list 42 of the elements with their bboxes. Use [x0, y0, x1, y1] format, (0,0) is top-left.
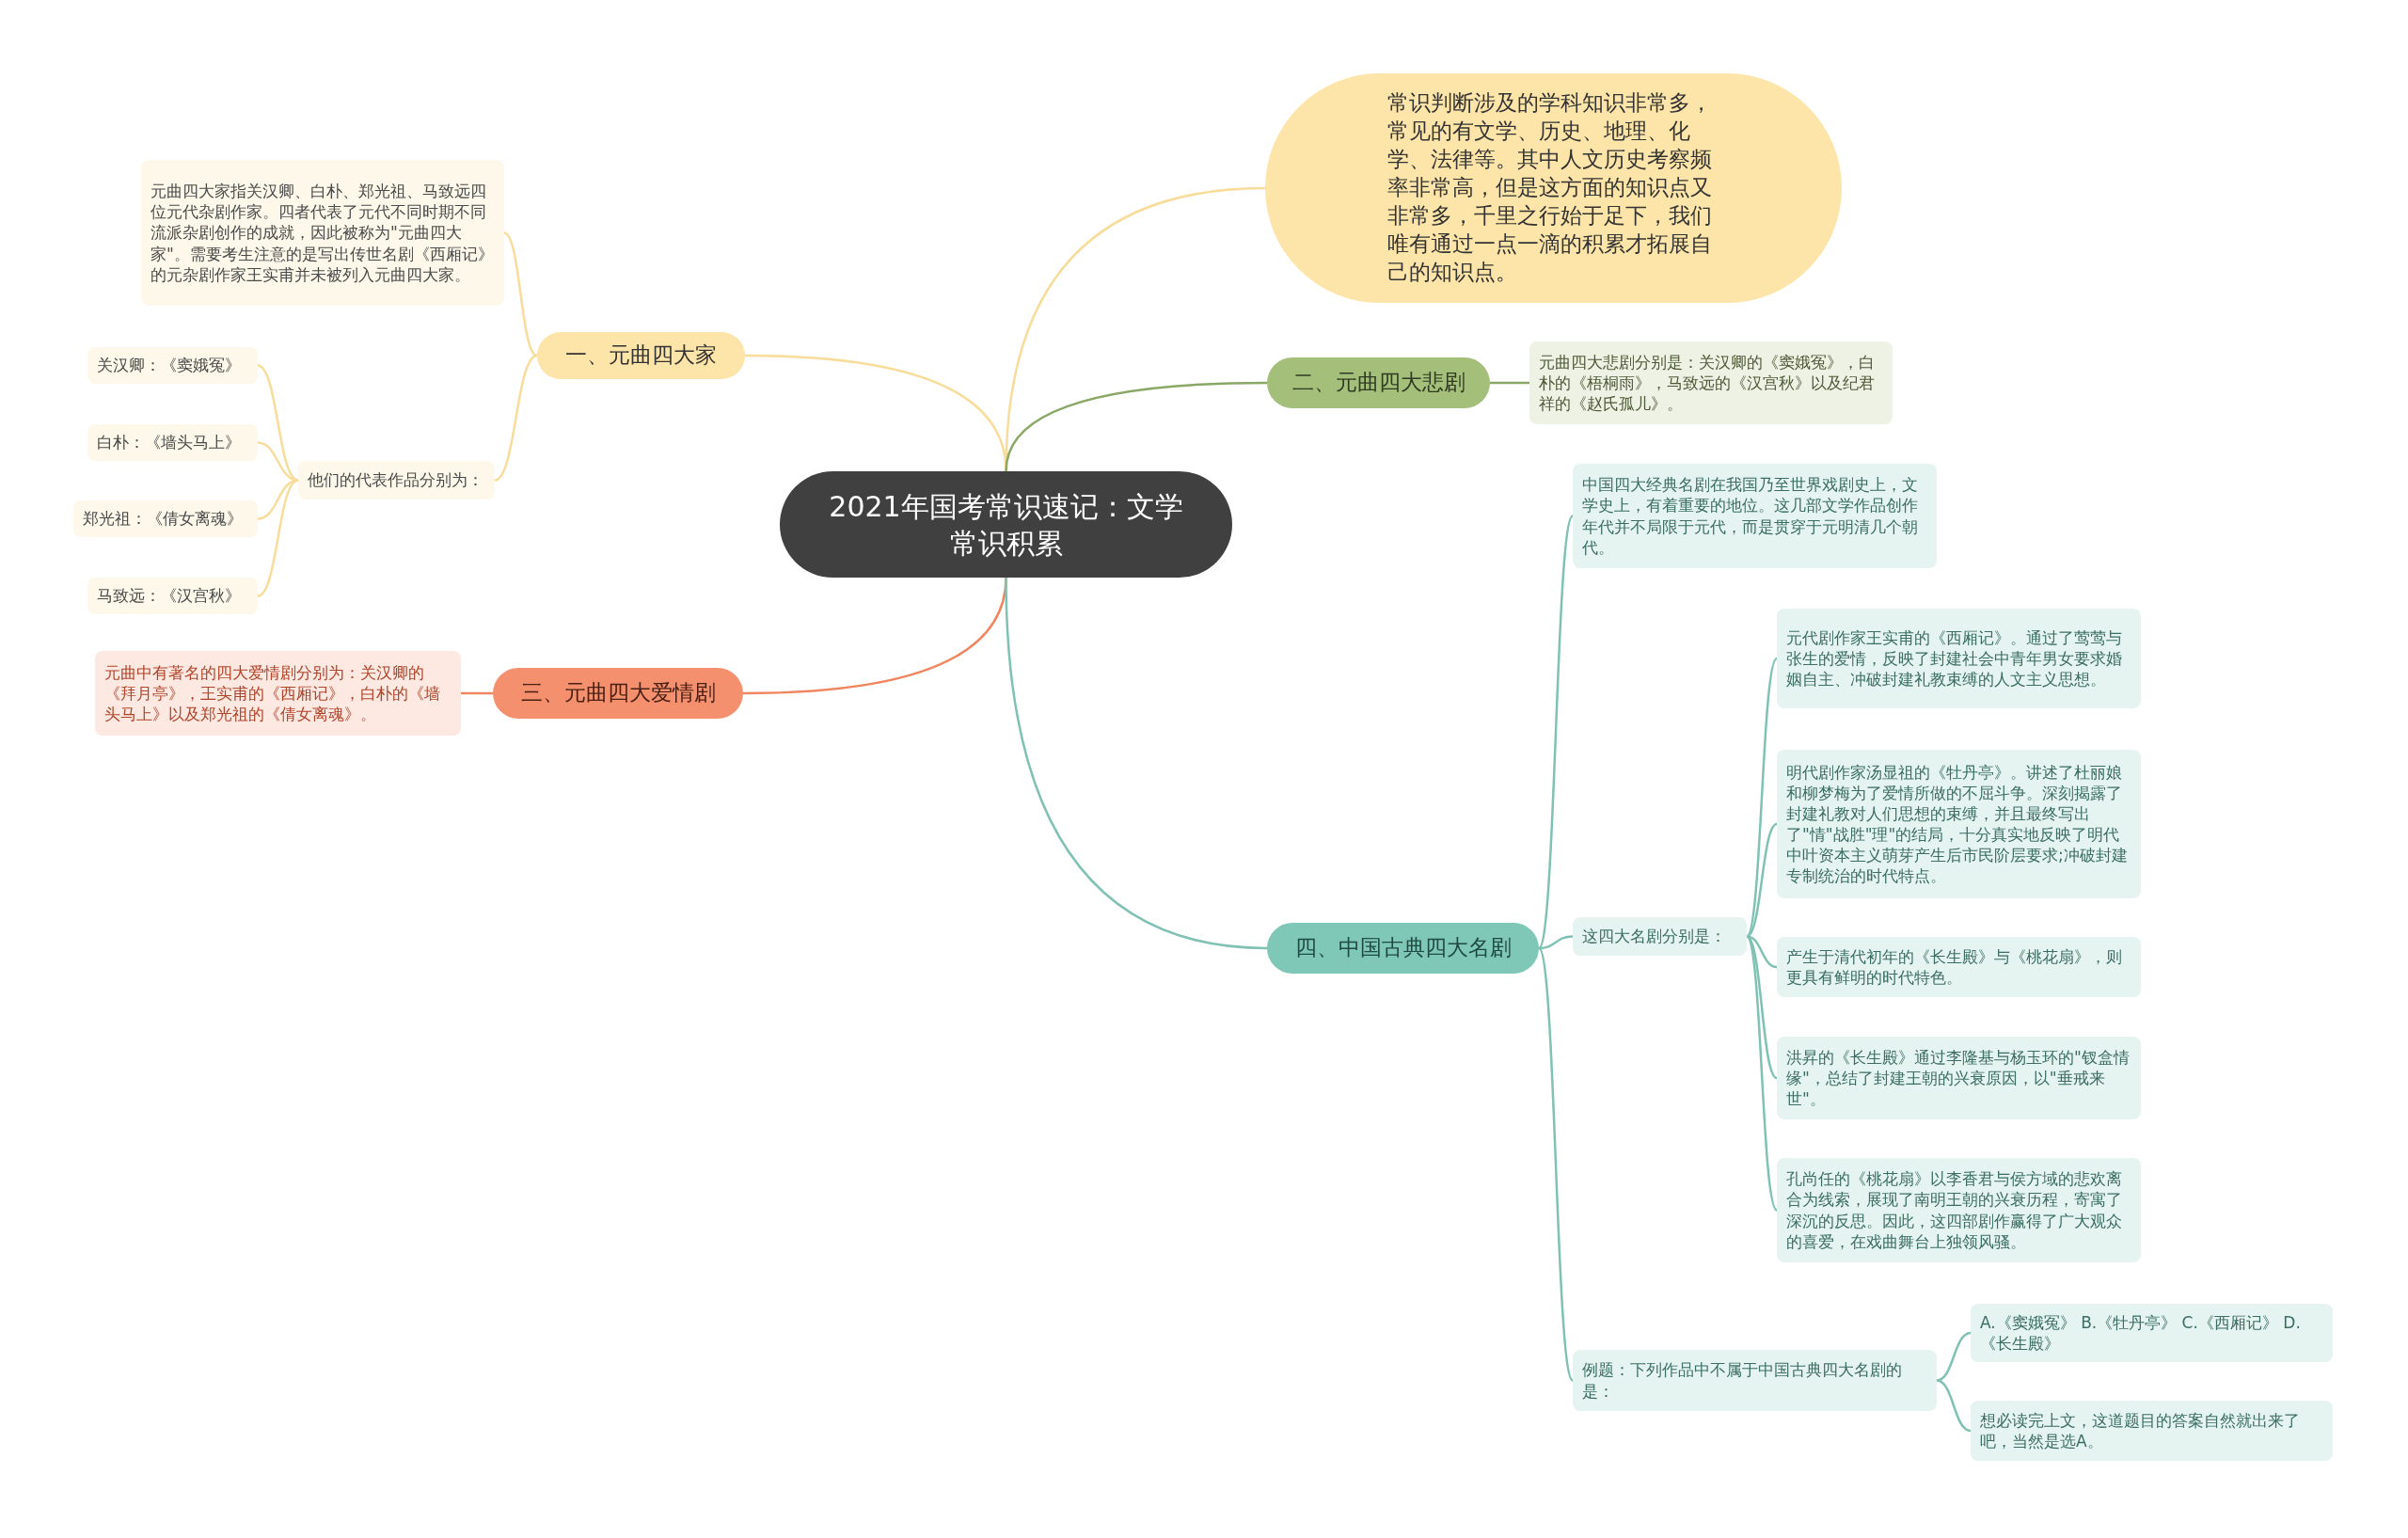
note-box: 产生于清代初年的《长生殿》与《桃花扇》，则更具有鲜明的时代特色。 — [1777, 937, 2141, 997]
connector — [503, 231, 538, 357]
note-box: A.《窦娥冤》 B.《牡丹亭》 C.《西厢记》 D.《长生殿》 — [1971, 1304, 2333, 1362]
topic-box: 二、元曲四大悲剧 — [1267, 357, 1490, 408]
intro-bubble: 常识判断涉及的学科知识非常多，常见的有文学、历史、地理、化学、法律等。其中人文历史考察频率非常高，但是这方面的知识点又非常多，千里之行始于足下，我们唯有通过一点一滴的积累才拓展自己的知识点。 — [1265, 73, 1842, 303]
connector — [494, 354, 538, 482]
connector — [1537, 947, 1575, 1382]
note-box: 他们的代表作品分别为： — [298, 461, 495, 499]
connector — [257, 364, 299, 482]
topic-box: 三、元曲四大爱情剧 — [493, 668, 743, 719]
connector — [1746, 935, 1778, 969]
connector — [1746, 822, 1778, 938]
connector — [1936, 1379, 1972, 1433]
note-box: 元曲四大家指关汉卿、白朴、郑光祖、马致远四位元代杂剧作家。四者代表了元代不同时期不同流派杂剧创作的成就，因此被称为"元曲四大家"。需要考生注意的是写出传世名剧《西厢记》的元杂剧作家王实甫并未被列入元曲四大家。 — [141, 160, 504, 306]
note-box: 郑光祖：《倩女离魂》 — [73, 500, 258, 537]
central-topic: 2021年国考常识速记：文学常识积累 — [780, 471, 1232, 578]
note-box: 孔尚任的《桃花扇》以李香君与侯方域的悲欢离合为线索，展现了南明王朝的兴衰历程，寄寓了深沉的反思。因此，这四部剧作赢得了广大观众的喜爱，在戏曲舞台上独领风骚。 — [1777, 1158, 2141, 1262]
connector — [1005, 381, 1267, 472]
note-box: 例题：下列作品中不属于中国古典四大名剧的是： — [1573, 1350, 1937, 1411]
connector — [1745, 658, 1779, 938]
note-box: 中国四大经典名剧在我国乃至世界戏剧史上，文学史上，有着重要的地位。这几部文学作品创作年代并不局限于元代，而是贯穿于元明清几个朝代。 — [1573, 464, 1937, 568]
note-box: 元曲四大悲剧分别是：关汉卿的《窦娥冤》，白朴的《梧桐雨》，马致远的《汉宫秋》以及纪君祥的《赵氏孤儿》。 — [1529, 341, 1893, 424]
topic-box: 一、元曲四大家 — [537, 332, 745, 379]
note-box: 元曲中有著名的四大爱情剧分别为：关汉卿的《拜月亭》，王实甫的《西厢记》，白朴的《墙头马上》以及郑光祖的《倩女离魂》。 — [95, 651, 461, 736]
connector — [1538, 935, 1574, 950]
connector — [1745, 935, 1779, 1212]
note-box: 想必读完上文，这道题目的答案自然就出来了吧，当然是选A。 — [1971, 1401, 2333, 1461]
connector — [1746, 935, 1778, 1079]
note-box: 关汉卿：《窦娥冤》 — [87, 347, 258, 384]
topic-box: 四、中国古典四大名剧 — [1267, 923, 1539, 974]
connector — [1005, 577, 1268, 950]
connector — [1537, 515, 1575, 949]
note-box: 这四大名剧分别是： — [1573, 917, 1747, 956]
connector — [461, 691, 493, 695]
note-box: 马致远：《汉宫秋》 — [87, 578, 258, 614]
connector — [1490, 381, 1529, 385]
note-box: 白朴：《墙头马上》 — [87, 424, 258, 461]
note-box: 元代剧作家王实甫的《西厢记》。通过了莺莺与张生的爱情，反映了封建社会中青年男女要求婚姻自主、冲破封建礼教束缚的人文主义思想。 — [1777, 609, 2141, 708]
note-box: 洪昇的《长生殿》通过李隆基与杨玉环的"钗盒情缘"，总结了封建王朝的兴衰原因，以"垂戒来世"。 — [1777, 1037, 2141, 1119]
connector — [1936, 1331, 1972, 1382]
connector — [257, 479, 299, 597]
note-box: 明代剧作家汤显祖的《牡丹亭》。讲述了杜丽娘和柳梦梅为了爱情所做的不屈斗争。深刻揭露了封建礼教对人们思想的束缚，并且最终写出了"情"战胜"理"的结局，十分真实地反映了明代中叶资本主义萌芽产生后市民阶层要求;冲破封建专制统治的时代特点。 — [1777, 750, 2141, 898]
